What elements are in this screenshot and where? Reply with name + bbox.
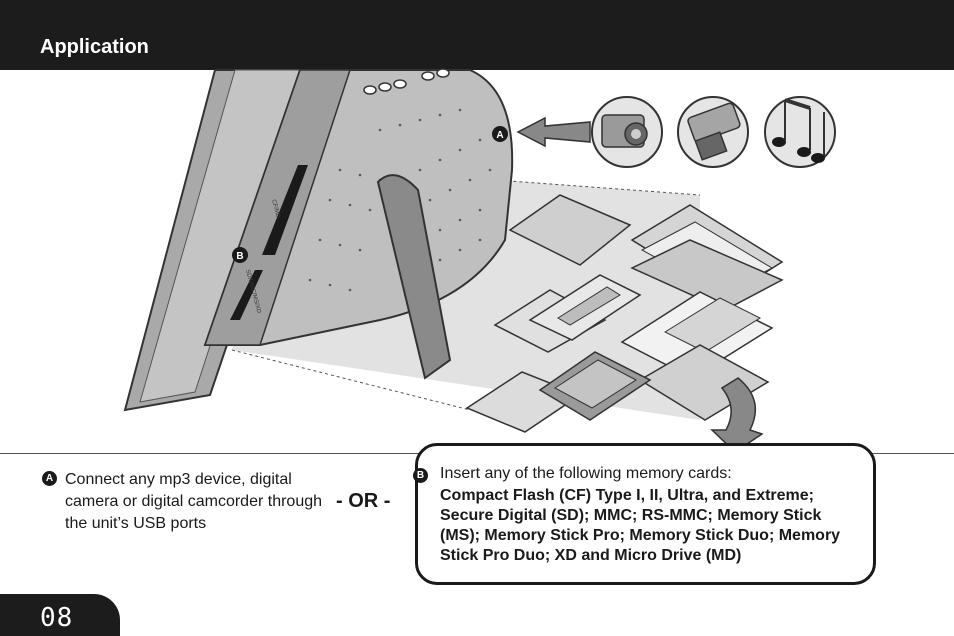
arrow-left-icon: [516, 116, 591, 148]
device-illustration: CF/MD SD/MMC/MS/XD A B: [123, 68, 836, 453]
or-separator: - OR -: [336, 490, 391, 512]
svg-text:B: B: [236, 251, 243, 262]
memory-card-instruction-box: B Insert any of the following memory car…: [413, 443, 876, 585]
badge-b: B: [413, 468, 428, 483]
callout-a: A: [492, 126, 508, 142]
memory-card-list: Compact Flash (CF) Type I, II, Ultra, an…: [440, 487, 841, 564]
svg-text:A: A: [496, 130, 503, 141]
page-number-tab: [0, 594, 120, 636]
sd-card-slot: [230, 270, 263, 320]
memory-card-intro: Insert any of the following memory cards…: [440, 465, 732, 482]
cf-card-slot: [262, 165, 308, 255]
callout-b: B: [232, 247, 248, 263]
memory-cards: [465, 194, 784, 433]
sd-card: [508, 194, 632, 266]
control-buttons: [363, 68, 450, 95]
music-notes-icon: [764, 96, 836, 168]
usb-instruction-text: Connect any mp3 device, digital camera o…: [65, 471, 323, 532]
page-title: Application: [40, 36, 149, 58]
photo-frame: CF/MD SD/MMC/MS/XD: [123, 68, 514, 412]
cf-slot-label: CF/MD: [270, 199, 281, 220]
badge-a: A: [42, 471, 57, 486]
digital-camera-icon: [591, 96, 663, 168]
arrow-down-icon: [710, 377, 764, 453]
frame-stand: [376, 174, 452, 380]
page-header: Application: [0, 0, 954, 70]
page-number: 08: [40, 603, 74, 633]
camcorder-icon: [677, 96, 749, 168]
